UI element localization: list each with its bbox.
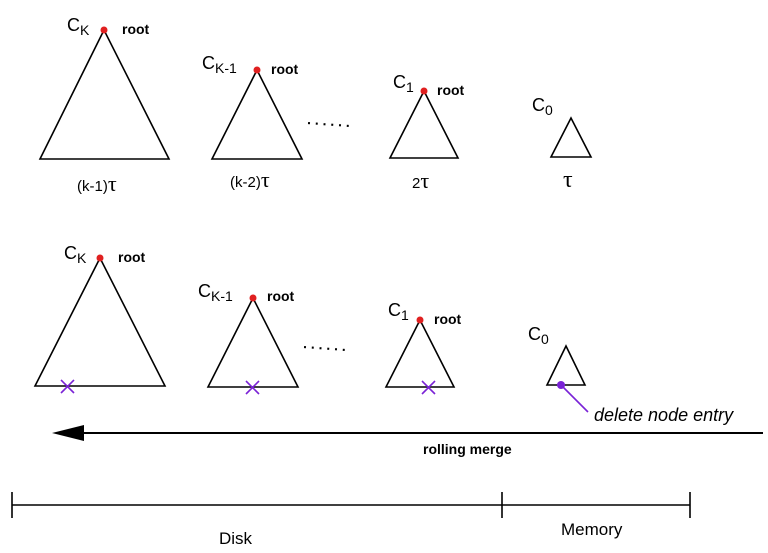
bottom-c1-root-label: root: [434, 311, 462, 327]
bottom-tree-c1: C1 root: [384, 300, 462, 395]
arrow-left-icon: [52, 425, 84, 441]
bottom-c1-label: C1: [388, 300, 409, 323]
bottom-ck-root-label: root: [118, 249, 146, 265]
storage-scale: Disk Memory: [11, 492, 691, 548]
top-ck-root-dot: [100, 26, 108, 34]
delete-node-label: delete node entry: [594, 405, 734, 425]
top-c1-root-label: root: [437, 82, 465, 98]
bottom-ck-delete-mark-icon: [60, 379, 75, 394]
top-ck1-size-label: (k-2)τ: [230, 167, 270, 192]
top-c0-size-label: τ: [563, 167, 573, 193]
bottom-row: CK root CK-1 root . . . . . . C1 root: [33, 243, 763, 457]
top-c0-triangle: [549, 116, 593, 158]
top-ellipsis: . . . . . .: [307, 111, 351, 130]
bottom-c1-triangle: [384, 318, 456, 388]
top-ck-root-label: root: [122, 21, 150, 37]
bottom-ck1-root-dot: [249, 294, 257, 302]
top-ck1-root-dot: [253, 66, 261, 74]
bottom-ck1-root-label: root: [267, 288, 295, 304]
memory-label: Memory: [561, 520, 623, 539]
bottom-ck-root-dot: [96, 254, 104, 262]
rolling-merge-arrow: rolling merge: [52, 425, 763, 457]
bottom-tree-ck: CK root: [33, 243, 167, 394]
bottom-ck1-triangle: [206, 296, 300, 388]
bottom-c0-label: C0: [528, 324, 549, 347]
top-c1-label: C1: [393, 72, 414, 95]
top-ck1-label: CK-1: [202, 53, 237, 76]
top-tree-c1: C1 root 2τ: [388, 72, 465, 193]
top-row: CK root (k-1)τ CK-1 root (k-2)τ . . . . …: [38, 15, 593, 196]
top-ck-size-label: (k-1)τ: [77, 171, 117, 196]
bottom-c1-root-dot: [416, 316, 424, 324]
top-c1-root-dot: [420, 87, 428, 95]
bottom-ck1-delete-mark-icon: [245, 380, 260, 395]
top-c0-label: C0: [532, 95, 553, 118]
disk-label: Disk: [219, 529, 253, 548]
top-ck1-root-label: root: [271, 61, 299, 77]
bottom-c0-triangle: [545, 344, 587, 386]
bottom-tree-ck1: CK-1 root: [198, 281, 300, 395]
top-c1-size-label: 2τ: [412, 168, 429, 193]
top-tree-c0: C0 τ: [532, 95, 593, 193]
bottom-ck-triangle: [33, 256, 167, 387]
top-c1-triangle: [388, 89, 460, 159]
bottom-ellipsis: . . . . . .: [303, 335, 347, 354]
top-ck-label: CK: [67, 15, 90, 38]
top-ck-triangle: [38, 28, 171, 160]
bottom-tree-c0: C0 delete node entry: [528, 324, 734, 425]
top-tree-ck1: CK-1 root (k-2)τ: [202, 53, 304, 192]
rolling-merge-label: rolling merge: [423, 441, 512, 457]
bottom-c1-delete-mark-icon: [421, 380, 436, 395]
bottom-ck-label: CK: [64, 243, 87, 266]
bottom-ck1-label: CK-1: [198, 281, 233, 304]
delete-node-pointer-line: [560, 384, 589, 413]
top-tree-ck: CK root (k-1)τ: [38, 15, 171, 196]
top-ck1-triangle: [210, 68, 304, 160]
